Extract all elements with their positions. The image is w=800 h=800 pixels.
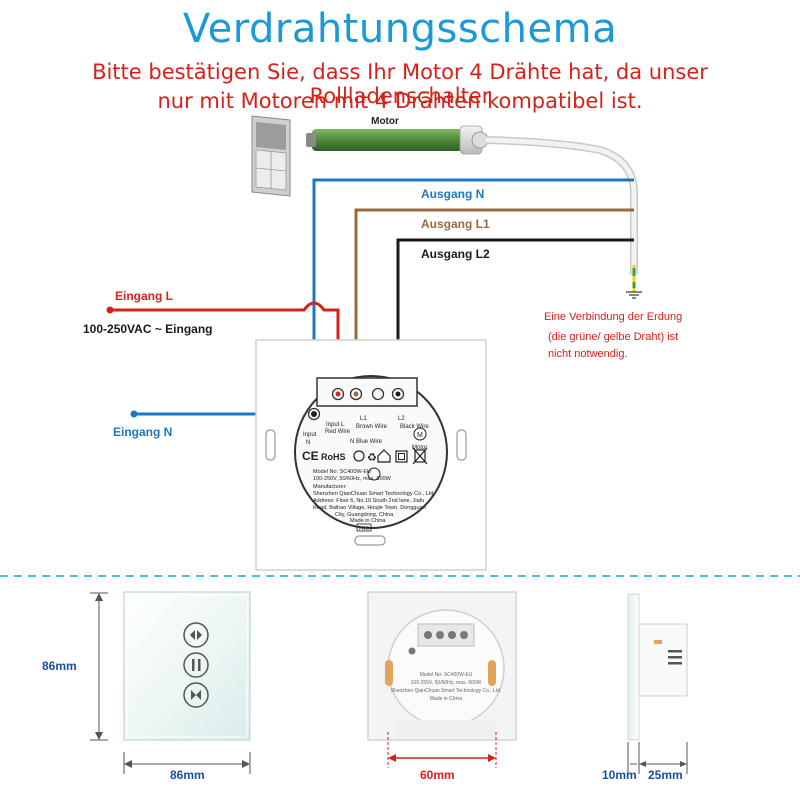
module-model: Model No: SC400W-EU xyxy=(313,469,371,475)
module-l2-2: Black Wire xyxy=(400,424,429,430)
earth-note: Eine Verbindung der Erdung (die grüne/ g… xyxy=(544,311,682,360)
motor-tube xyxy=(306,125,489,155)
rohs-mark-icon: RoHS xyxy=(321,452,346,462)
height-dimension xyxy=(90,592,108,741)
page-title: Verdrahtungsschema xyxy=(182,6,618,52)
label-height: 86mm xyxy=(42,659,77,673)
pause-button-icon xyxy=(183,652,209,678)
module-input-n-2: N xyxy=(306,440,310,446)
back-model: Model No: SC400W-EU xyxy=(420,672,473,678)
double-insulation-icon xyxy=(395,450,408,463)
wire-input-l xyxy=(110,301,340,394)
label-depth-back: 25mm xyxy=(648,768,683,782)
subtitle-line-2: nur mit Motoren mit 4 Drähten kompatibel… xyxy=(157,89,643,113)
module-addr-3: City, Guangdong, China xyxy=(335,512,394,518)
back-company: Shenzhen QianChuan Smart Technology Co.,… xyxy=(391,688,502,694)
module-motor: Motor xyxy=(412,445,427,451)
module-input-n-1: Input xyxy=(303,432,317,438)
module-n-blue: N Blue Wire xyxy=(350,439,383,445)
earth-wire xyxy=(626,265,642,299)
module-company: Shenzhen QianChuan Smart Technology Co.,… xyxy=(313,491,435,497)
label-depth-front: 10mm xyxy=(602,768,637,782)
earth-note-line-3: nicht notwendig. xyxy=(548,348,628,360)
subtitle-line-1: Bitte bestätigen Sie, dass Ihr Motor 4 D… xyxy=(92,60,708,108)
recycle-icon: ♻ xyxy=(367,452,377,464)
warning-icon xyxy=(367,467,381,481)
module-manufacturer: Manufacturer: xyxy=(313,484,347,490)
front-panel-view xyxy=(123,591,251,741)
module-addr-1: Address: Floor 6, No.10 South 2nd lane, … xyxy=(313,498,424,504)
module-l1-2: Brown Wire xyxy=(356,424,388,430)
label-width: 86mm xyxy=(170,768,205,782)
weee-bin-icon xyxy=(412,447,428,465)
ce-mark-icon: CE xyxy=(302,449,319,463)
open-button-icon xyxy=(183,622,209,648)
label-input-voltage: 100-250VAC ~ Eingang xyxy=(83,322,213,336)
module-input-l-2: Red Wire xyxy=(325,429,351,435)
label-module-width: 60mm xyxy=(420,768,455,782)
module-l2-1: L2 xyxy=(398,416,405,422)
back-rating: 100-250V, 50/60Hz, max. 600W xyxy=(411,680,482,686)
motor-symbol-icon: M xyxy=(417,432,423,439)
module-width-dimension xyxy=(387,732,497,768)
motor-cable xyxy=(485,136,638,275)
close-button-icon xyxy=(183,682,209,708)
wire-output-l1 xyxy=(354,208,634,394)
switch-module: Input N Input L Red Wire L1 Brown Wire L… xyxy=(294,375,448,532)
motor-label: Motor xyxy=(371,116,399,127)
label-output-n: Ausgang N xyxy=(421,187,484,201)
module-code: H10 xyxy=(359,526,369,532)
side-view xyxy=(627,593,688,741)
label-input-l: Eingang L xyxy=(115,289,173,303)
width-dimension xyxy=(123,752,251,774)
module-addr-2: Road, Baihao Village, Houjie Town, Dongg… xyxy=(313,505,426,511)
ukca-mark-icon xyxy=(353,450,365,462)
module-rating: 100-250V, 50/60Hz, max. 600W xyxy=(313,476,392,482)
indoor-use-icon xyxy=(377,449,391,463)
module-input-l-1: Input L xyxy=(326,422,345,428)
label-output-l1: Ausgang L1 xyxy=(421,217,490,231)
module-made: Made in China xyxy=(350,518,386,524)
back-panel-view: Model No: SC400W-EU 100-250V, 50/60Hz, m… xyxy=(367,591,517,741)
label-output-l2: Ausgang L2 xyxy=(421,247,490,261)
earth-note-line-1: Eine Verbindung der Erdung xyxy=(544,311,682,323)
label-input-n: Eingang N xyxy=(113,425,172,439)
module-l1-1: L1 xyxy=(360,416,367,422)
window-shutter-icon xyxy=(251,115,291,197)
wire-output-n xyxy=(312,178,634,412)
earth-note-line-2: (die grüne/ gelbe Draht) ist xyxy=(548,331,678,343)
back-made: Made in China xyxy=(430,696,462,702)
depth-dimension xyxy=(627,742,688,774)
